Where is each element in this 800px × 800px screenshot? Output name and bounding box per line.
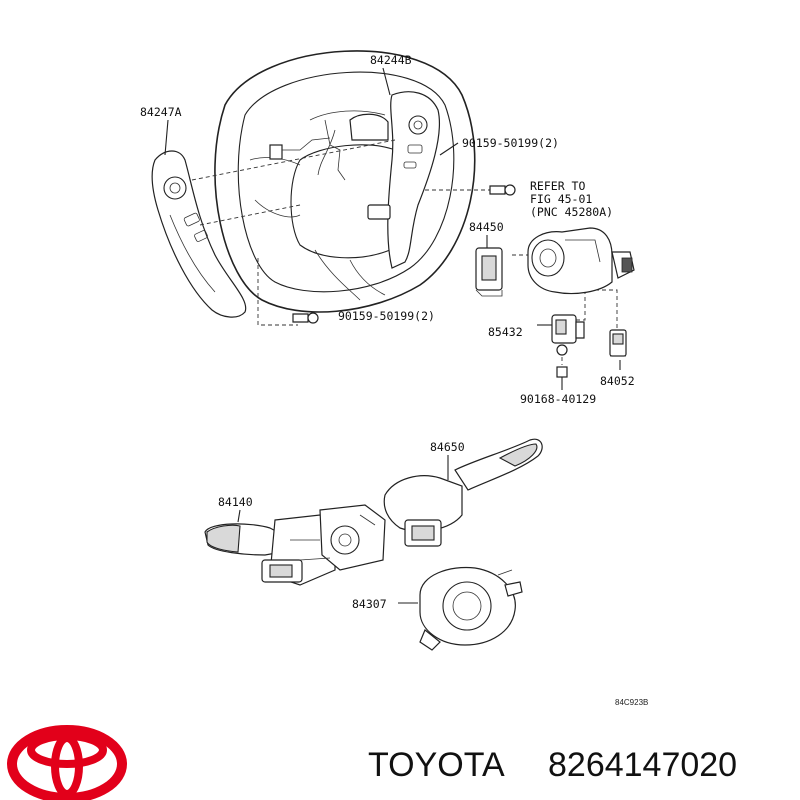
part-number: 8264147020 (548, 746, 737, 784)
screw-90159-upper (489, 184, 516, 196)
brand-name: TOYOTA (368, 746, 505, 784)
label-85432: 85432 (488, 325, 523, 339)
screw-90168 (556, 366, 568, 378)
assembly-guide-lines (191, 139, 618, 365)
sensor-85432 (551, 314, 585, 356)
label-refer-line1: REFER TO (530, 179, 585, 193)
label-84052: 84052 (600, 374, 635, 388)
steering-wheel-illustration (214, 50, 476, 313)
label-refer-line3: (PNC 45280A) (530, 205, 613, 219)
label-84650: 84650 (430, 440, 465, 454)
label-90159-lower: 90159-50199(2) (338, 309, 435, 323)
label-refer-line2: FIG 45-01 (530, 192, 592, 206)
callout-labels: 84244B 84247A 90159-50199(2) REFER TO FI… (140, 53, 648, 707)
switch-84450 (475, 247, 503, 297)
label-90168: 90168-40129 (520, 392, 596, 406)
label-84450: 84450 (469, 220, 504, 234)
steering-column-assembly (527, 227, 635, 295)
label-90159-upper: 90159-50199(2) (462, 136, 559, 150)
combination-switch-illustration (204, 438, 543, 586)
spiral-cable-84307 (419, 566, 523, 651)
label-84244B: 84244B (370, 53, 412, 67)
connector-84052 (609, 329, 627, 357)
left-switch-84247A (151, 150, 247, 318)
label-84307: 84307 (352, 597, 387, 611)
label-84247A: 84247A (140, 105, 182, 119)
diagram-code: 84C923B (615, 698, 648, 707)
label-84140: 84140 (218, 495, 253, 509)
screw-90159-lower (292, 312, 319, 324)
horn-pad-84244B (269, 91, 441, 269)
toyota-logo-icon (7, 725, 127, 800)
